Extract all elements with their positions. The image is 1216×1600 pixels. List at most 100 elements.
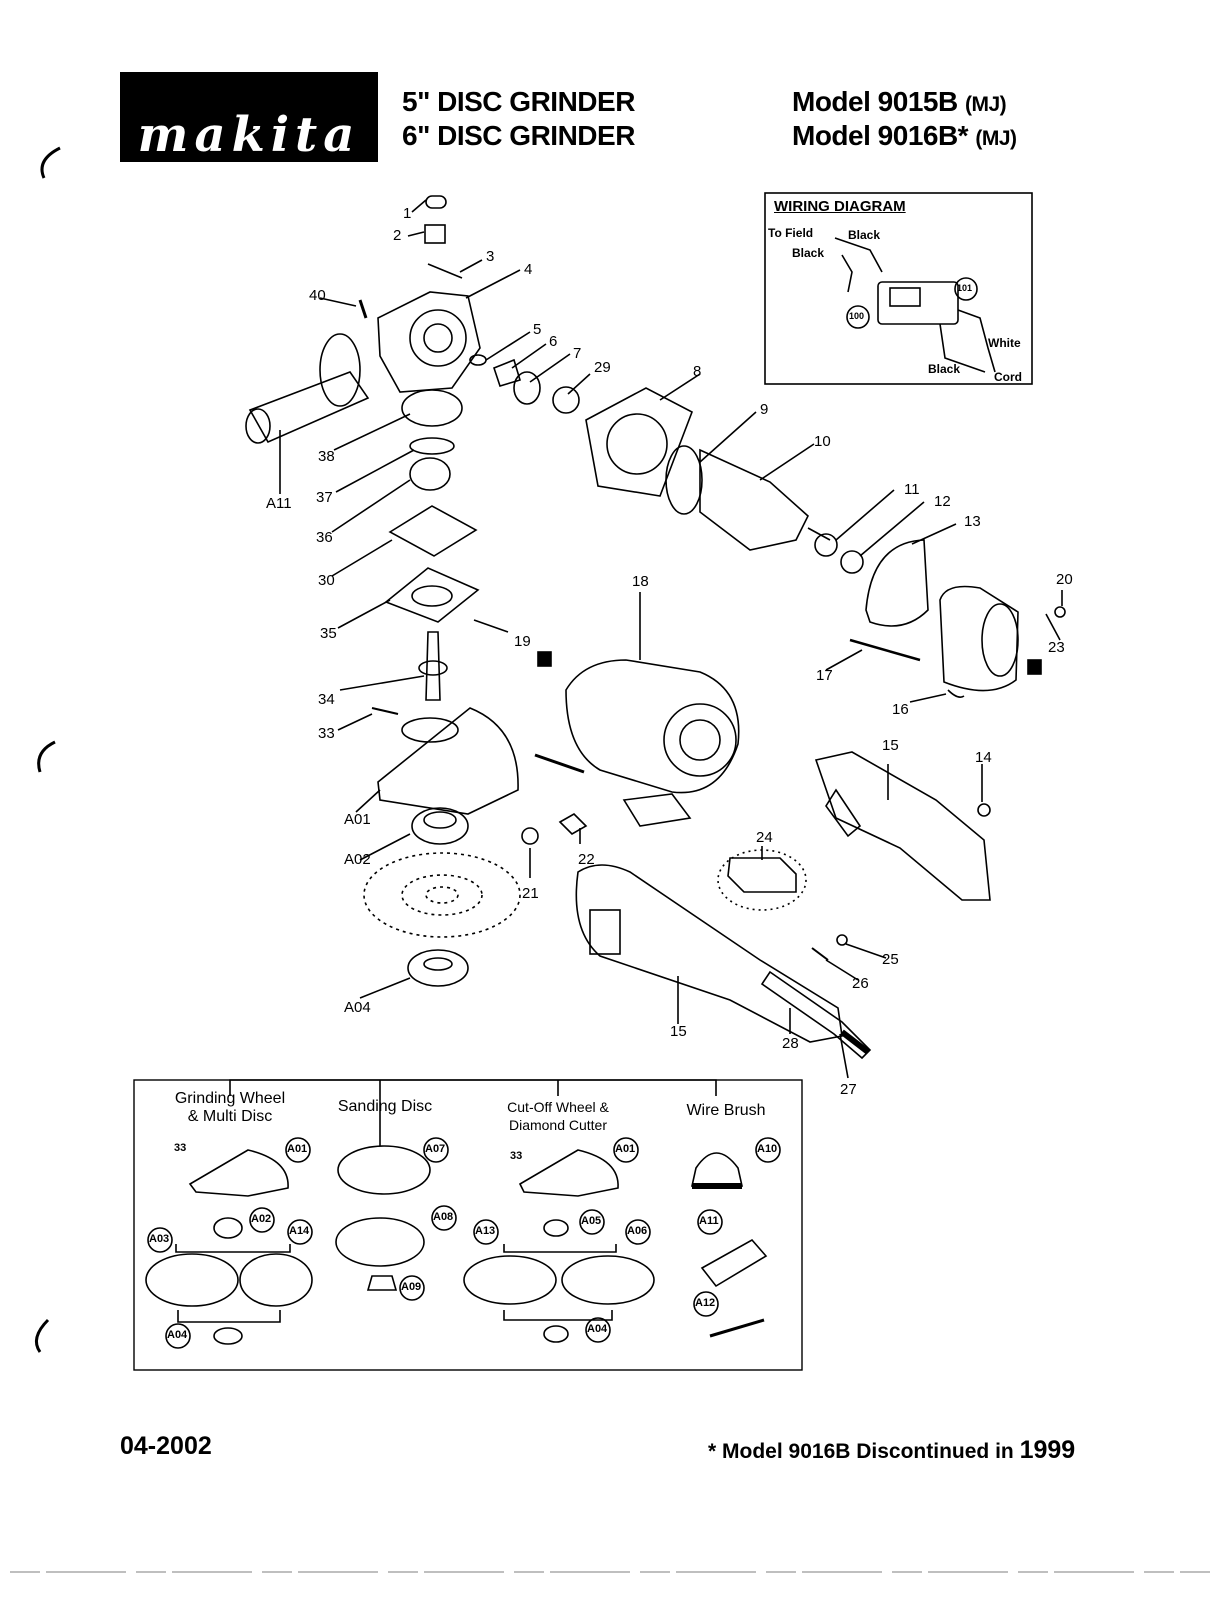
cord-27 [840,1029,870,1055]
callout-label: 15 [670,1023,687,1040]
motor-housing-18 [565,659,740,794]
bearing-12 [840,550,864,574]
retaining-ring [409,437,455,455]
terminal-label: 101 [957,283,973,293]
model-number: 9016B* [877,120,969,151]
accessory-group-cutoff: Cut-Off Wheel & Diamond Cutter [494,1098,622,1134]
wiring-diagram-title: WIRING DIAGRAM [774,198,906,215]
bevel-gear [401,389,463,427]
group-title-line: Wire Brush [686,1102,766,1119]
nameplate [534,753,585,774]
acc-cutoff-wheel-A06 [561,1255,655,1305]
label-plate [622,793,692,827]
note-star: * [708,1440,717,1463]
callout-label: 40 [309,287,326,304]
callout-label: 24 [756,829,773,846]
wire-label-cord: Cord [994,370,1022,384]
terminal-100-circle [846,305,870,329]
part-code: A02 [251,1213,272,1225]
callout-label: 11 [904,481,920,498]
screw-code: 33 [174,1142,187,1154]
callout-label: 37 [316,489,333,506]
code-circle [423,1137,449,1163]
model-suffix: (MJ) [975,127,1017,150]
part-code: A14 [289,1225,310,1237]
lock-nut-A04 [407,949,469,987]
note-text: Model 9016B Discontinued in [722,1440,1014,1463]
group-title-line: Cut-Off Wheel & [507,1099,609,1115]
callout-label: 34 [318,691,335,708]
model-label: Model [792,86,871,117]
acc-lock-nut-A09 [366,1275,398,1291]
code-circle [697,1209,723,1235]
terminal-label: 100 [849,311,865,321]
callout-label: 33 [318,725,335,742]
binder-hole-mark [37,740,56,773]
callout-label: 4 [524,261,533,278]
wire-label-white: White [988,336,1021,350]
spring-part-2 [424,224,446,244]
callout-label: 18 [632,573,649,590]
callout-label: 27 [840,1081,857,1098]
acc-rubber-pad-A07 [337,1145,431,1195]
callout-label: 5 [533,321,542,338]
switch-24 [727,857,797,893]
callout-label: 29 [594,359,611,376]
callout-label: 26 [852,975,869,992]
code-circle [285,1137,311,1163]
screw-25 [836,934,848,946]
part-code: A01 [287,1143,308,1155]
callout-label: 25 [882,951,899,968]
part-code: A06 [627,1225,648,1237]
model-label: Model [792,120,871,151]
callout-label: 10 [814,433,831,450]
callout-label: 28 [782,1035,799,1052]
code-circle [473,1219,499,1245]
note-year: 1999 [1019,1436,1076,1464]
fan-9 [665,445,703,515]
callout-label: 14 [975,749,992,766]
terminal-101-circle [954,277,978,301]
callout-label: A04 [344,999,371,1016]
code-circle [579,1209,605,1235]
screw-code: 33 [510,1150,523,1162]
baffle-plate-13 [865,539,929,627]
code-circle [287,1219,313,1245]
spindle-34 [425,631,441,701]
callout-label: 6 [549,333,558,350]
model-suffix: (MJ) [964,93,1007,116]
screw-part-3 [427,263,463,279]
callout-label: 22 [578,851,595,868]
callout-label: 35 [320,625,337,642]
wire [841,254,853,293]
wheel-guard-A01 [377,707,519,815]
code-circle [249,1207,275,1233]
acc-flange-A05 [543,1219,569,1237]
callout-label: 38 [318,448,335,465]
gear-housing [377,291,481,393]
part-code: A04 [167,1329,188,1341]
part-20 [1054,606,1066,618]
switch-body [877,281,959,325]
acc-wire-cup-brush-A10 [691,1152,743,1187]
part-code: A03 [149,1233,170,1245]
callout-label: 2 [393,227,402,244]
part-code: A05 [581,1215,602,1227]
code-circle [613,1137,639,1163]
code-circle [625,1219,651,1245]
callout-label: 13 [964,513,981,530]
handle-guard [319,333,361,407]
handle-half-15-left [575,864,843,1043]
callout-label: 1 [403,205,412,222]
wire-label-to-field: To Field [768,226,814,240]
brush-cap-21 [521,827,539,845]
part-code: A07 [425,1143,446,1155]
mark-A [1027,659,1042,675]
acc-guard-A01 [518,1149,619,1197]
abrasive-wheel [363,852,521,938]
bearing-box-35 [384,567,480,623]
group-title-line: Grinding Wheel [174,1090,286,1107]
cap-part-1 [425,195,447,209]
acc-abrasive-disc-A08 [335,1217,425,1267]
